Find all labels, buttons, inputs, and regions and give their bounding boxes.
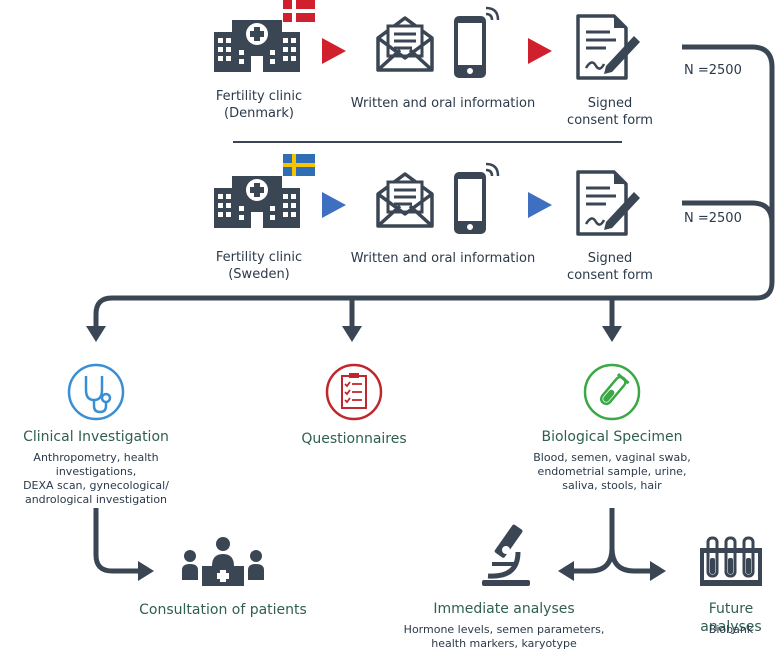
envelope-icon — [376, 172, 434, 228]
consent-line-2: consent form — [567, 268, 653, 283]
stethoscope-icon — [67, 363, 125, 421]
biological-specimen-title: Biological Specimen — [541, 429, 683, 445]
arrow-right-consultation — [138, 561, 154, 581]
info-label: Written and oral information — [350, 251, 536, 266]
test-tube-icon — [583, 363, 641, 421]
hospital-icon — [214, 176, 300, 228]
clinic-label-sweden: Fertility clinic (Sweden) — [196, 249, 322, 283]
clinic-country: (Sweden) — [228, 267, 290, 282]
clinical-investigation-desc: Anthropometry, health investigations, DE… — [0, 451, 196, 507]
consent-form-icon — [576, 14, 640, 80]
arrow-right-future — [650, 561, 666, 581]
n-count-denmark: N =2500 — [684, 63, 742, 78]
arrow-down-biological — [602, 326, 622, 342]
arrow-down-questionnaires — [342, 326, 362, 342]
clinic-name: Fertility clinic — [215, 250, 303, 265]
future-analyses-title: Future analyses — [700, 601, 762, 635]
clinic-label-denmark: Fertility clinic (Denmark) — [196, 88, 322, 122]
smartphone-icon — [454, 162, 500, 234]
info-label: Written and oral information — [350, 96, 536, 111]
connector-to-consultation — [93, 508, 140, 574]
arrow-down-clinical — [86, 326, 106, 342]
consent-label-denmark: Signed consent form — [555, 95, 665, 129]
desc-line: saliva, stools, hair — [562, 479, 662, 492]
desc-line: health markers, karyotype — [431, 637, 577, 650]
n-count-sweden: N =2500 — [684, 211, 742, 226]
connector-denmark — [682, 44, 775, 301]
consent-label-sweden: Signed consent form — [555, 250, 665, 284]
immediate-analyses-desc: Hormone levels, semen parameters, health… — [402, 623, 606, 651]
blue-arrow-icon — [322, 192, 346, 218]
red-arrow-icon — [528, 38, 552, 64]
connector-biological-split — [572, 508, 652, 574]
consent-line-1: Signed — [587, 251, 633, 266]
clinic-name: Fertility clinic — [215, 89, 303, 104]
consent-form-icon — [576, 170, 640, 236]
envelope-icon — [376, 16, 434, 72]
connector-sweden — [682, 200, 775, 282]
clinical-investigation-title: Clinical Investigation — [23, 429, 169, 445]
test-tube-rack-icon — [700, 536, 762, 586]
desc-line: andrological investigation — [24, 493, 168, 506]
sweden-flag-icon — [283, 154, 315, 176]
desc-line: DEXA scan, gynecological/ — [23, 479, 169, 492]
connector-bus — [93, 295, 756, 330]
consent-line-1: Signed — [587, 96, 633, 111]
denmark-flag-icon — [283, 0, 315, 22]
smartphone-icon — [454, 6, 500, 78]
desc-line: Anthropometry, health investigations, — [33, 451, 159, 478]
blue-arrow-icon — [528, 192, 552, 218]
arrow-left-immediate — [558, 561, 574, 581]
desc-line: endometrial sample, urine, — [537, 465, 687, 478]
hospital-icon — [214, 20, 300, 72]
future-analyses-desc: Biobank — [708, 623, 754, 636]
microscope-icon — [482, 524, 530, 586]
desc-line: Blood, semen, vaginal swab, — [533, 451, 691, 464]
consultation-title: Consultation of patients — [139, 602, 307, 618]
immediate-analyses-title: Immediate analyses — [433, 601, 575, 617]
consultation-icon — [182, 537, 264, 586]
desc-line: Hormone levels, semen parameters, — [403, 623, 605, 636]
consent-line-2: consent form — [567, 113, 653, 128]
questionnaires-title: Questionnaires — [301, 431, 407, 447]
clinic-country: (Denmark) — [224, 106, 294, 121]
red-arrow-icon — [322, 38, 346, 64]
biological-specimen-desc: Blood, semen, vaginal swab, endometrial … — [516, 451, 708, 493]
questionnaire-icon — [325, 363, 383, 421]
